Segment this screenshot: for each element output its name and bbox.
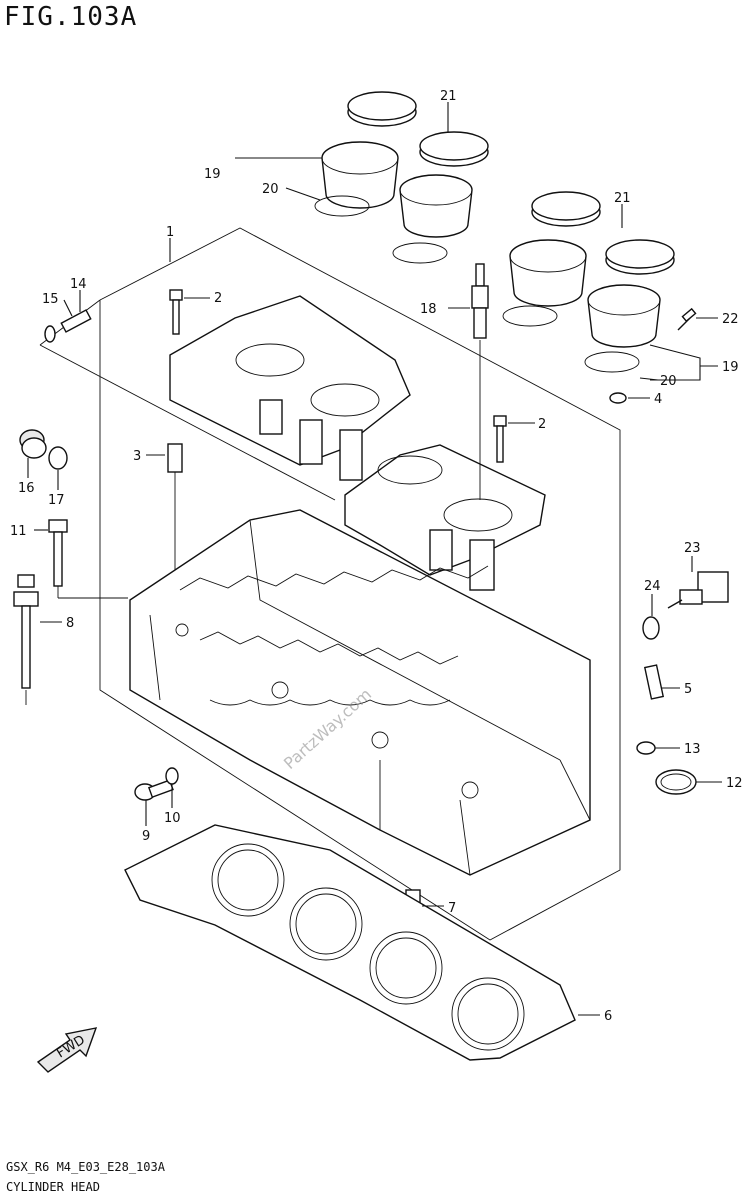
bolt-8 xyxy=(13,574,39,705)
bolt-2-left xyxy=(169,289,183,335)
figure-title: FIG.103A xyxy=(4,2,138,32)
o-ring-13 xyxy=(636,741,656,755)
intake-manifold-left xyxy=(169,295,411,481)
callout-20-right: 20 xyxy=(660,374,677,389)
callout-1: 1 xyxy=(166,225,174,240)
callout-14: 14 xyxy=(70,277,87,292)
washer-24 xyxy=(642,616,660,640)
callout-7: 7 xyxy=(448,901,456,916)
footer-name: CYLINDER HEAD xyxy=(6,1180,100,1194)
gasket-17 xyxy=(48,446,68,470)
callout-15: 15 xyxy=(42,292,59,307)
callout-12: 12 xyxy=(726,776,743,791)
callout-9: 9 xyxy=(142,829,150,844)
callout-19-right: 19 xyxy=(722,360,739,375)
intake-boot-group-right xyxy=(502,191,675,373)
callout-23: 23 xyxy=(684,541,701,556)
washer-10 xyxy=(165,767,179,785)
leader-lines xyxy=(27,102,722,1016)
callout-13: 13 xyxy=(684,742,701,757)
callout-6: 6 xyxy=(604,1009,612,1024)
callout-11: 11 xyxy=(10,524,27,539)
dowel-pin xyxy=(167,443,183,473)
intake-manifold-right xyxy=(344,444,546,591)
callout-16: 16 xyxy=(18,481,35,496)
callouts: 1 2 2 3 4 5 6 7 8 9 10 11 12 13 14 15 16… xyxy=(10,89,743,1024)
bolt-9 xyxy=(134,779,174,801)
callout-3: 3 xyxy=(133,449,141,464)
callout-2-left: 2 xyxy=(214,291,222,306)
callout-22: 22 xyxy=(722,312,739,327)
callout-10: 10 xyxy=(164,811,181,826)
callout-19-left: 19 xyxy=(204,167,221,182)
callout-20-left: 20 xyxy=(262,182,279,197)
spark-plug xyxy=(471,263,489,500)
bolt-2-right xyxy=(493,415,507,463)
callout-5: 5 xyxy=(684,682,692,697)
callout-17: 17 xyxy=(48,493,65,508)
forward-arrow-icon: FWD xyxy=(36,1027,98,1073)
callout-8: 8 xyxy=(66,616,74,631)
footer-code: GSX_R6 M4_E03_E28_103A xyxy=(6,1160,165,1174)
washer-4 xyxy=(609,392,627,404)
head-gasket xyxy=(124,824,576,1061)
callout-21-left: 21 xyxy=(440,89,457,104)
callout-2-right: 2 xyxy=(538,417,546,432)
bolt-11 xyxy=(48,519,128,599)
fitting-14-15 xyxy=(44,309,92,343)
callout-24: 24 xyxy=(644,579,661,594)
callout-4: 4 xyxy=(654,392,662,407)
temperature-sensor xyxy=(667,571,729,609)
callout-18: 18 xyxy=(420,302,437,317)
intake-boot-group-left xyxy=(314,91,489,264)
cylinder-head-body xyxy=(129,509,591,876)
plug-16 xyxy=(19,429,47,459)
pipe-5 xyxy=(643,664,665,700)
callout-21-right: 21 xyxy=(614,191,631,206)
clamp-screw xyxy=(677,307,697,331)
